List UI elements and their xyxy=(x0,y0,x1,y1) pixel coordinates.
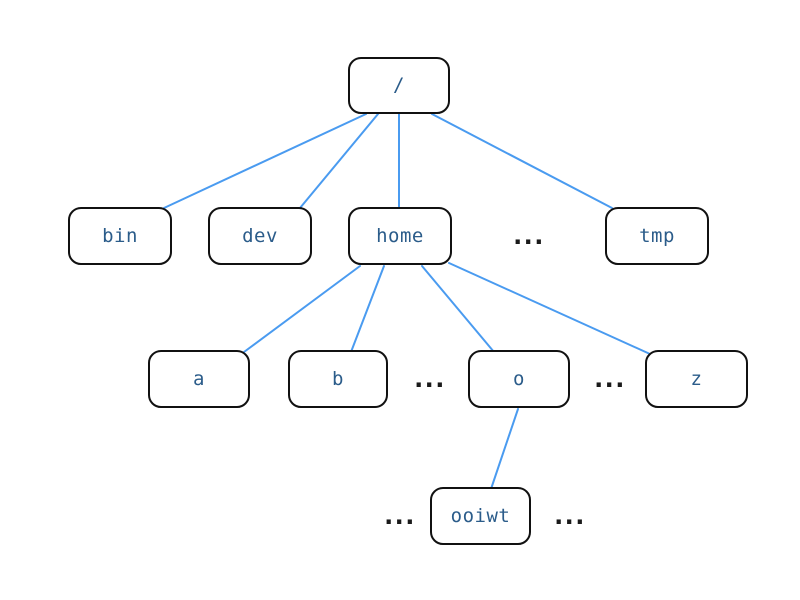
edge-home-to-z xyxy=(448,262,651,355)
edge-root-to-bin xyxy=(163,113,367,209)
node-label-b: b xyxy=(332,367,344,390)
node-label-o: o xyxy=(513,367,525,390)
node-b[interactable]: b xyxy=(288,350,388,408)
ellipsis-level1: ... xyxy=(513,222,545,250)
node-o[interactable]: o xyxy=(468,350,570,408)
node-tmp[interactable]: tmp xyxy=(605,207,709,265)
node-home[interactable]: home xyxy=(348,207,452,265)
edge-o-to-ooiwt xyxy=(490,408,519,490)
node-a[interactable]: a xyxy=(148,350,250,408)
edge-home-to-a xyxy=(243,265,361,353)
ellipsis-level2-right: ... xyxy=(594,365,626,393)
node-label-ooiwt: ooiwt xyxy=(450,504,511,527)
node-bin[interactable]: bin xyxy=(68,207,172,265)
node-root[interactable]: / xyxy=(348,57,450,114)
node-ooiwt[interactable]: ooiwt xyxy=(430,487,531,545)
node-dev[interactable]: dev xyxy=(208,207,312,265)
node-label-dev: dev xyxy=(242,224,278,247)
node-label-root: / xyxy=(393,74,405,96)
node-label-tmp: tmp xyxy=(639,224,675,247)
edge-root-to-tmp xyxy=(431,113,613,209)
ellipsis-level3-right: ... xyxy=(554,502,586,530)
node-z[interactable]: z xyxy=(645,350,748,408)
edge-root-to-dev xyxy=(299,113,379,209)
node-label-a: a xyxy=(193,367,205,390)
edge-home-to-o xyxy=(421,265,495,353)
ellipsis-level2-left: ... xyxy=(414,365,446,393)
node-label-bin: bin xyxy=(102,224,138,247)
node-label-home: home xyxy=(376,224,424,247)
edge-home-to-b xyxy=(350,265,385,353)
ellipsis-level3-left: ... xyxy=(384,502,416,530)
node-label-z: z xyxy=(690,367,703,390)
